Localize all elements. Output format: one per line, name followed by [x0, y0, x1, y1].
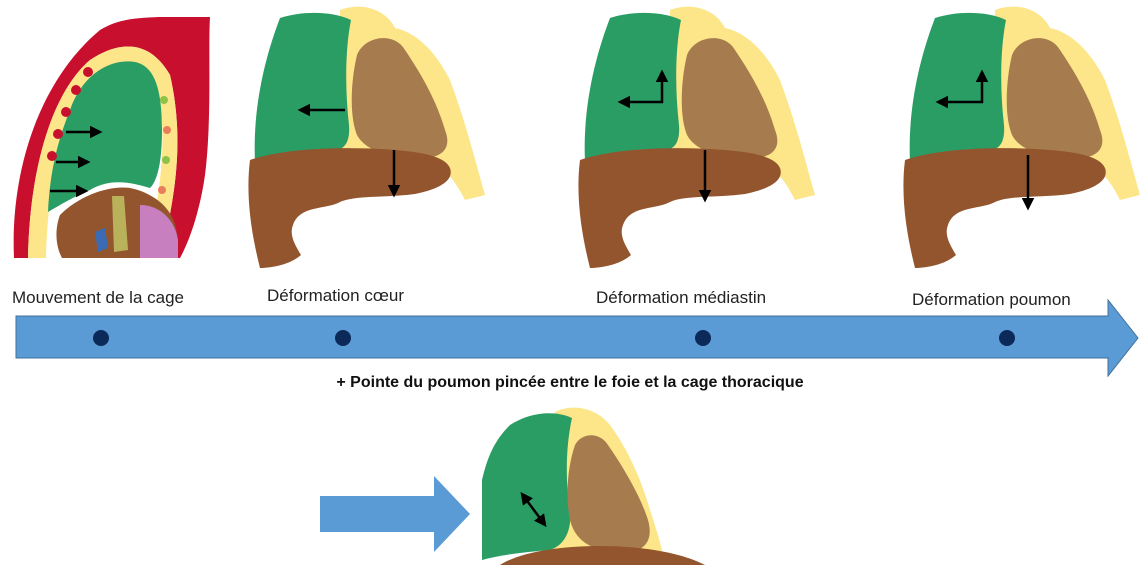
- timeline-arrow: [16, 300, 1138, 376]
- pinched-lung-note: + Pointe du poumon pincée entre le foie …: [0, 374, 1140, 392]
- timeline-marker: [93, 330, 109, 346]
- panel-mediastin: [578, 7, 815, 268]
- timeline-marker: [999, 330, 1015, 346]
- label-cage: Mouvement de la cage: [12, 288, 184, 308]
- rib-dot: [163, 126, 171, 134]
- rib-dot: [162, 156, 170, 164]
- label-mediastin: Déformation médiastin: [596, 288, 766, 308]
- rib-dot: [160, 96, 168, 104]
- timeline-marker: [695, 330, 711, 346]
- panel-pinched: [482, 408, 705, 565]
- panel-poumon: [903, 7, 1140, 268]
- label-poumon: Déformation poumon: [912, 290, 1071, 310]
- rib-dot: [158, 186, 166, 194]
- rib-dot: [71, 85, 81, 95]
- timeline-marker: [335, 330, 351, 346]
- rib-dot: [53, 129, 63, 139]
- panel-coeur: [248, 7, 485, 268]
- panel-cage: [14, 17, 210, 258]
- rib-dot: [47, 151, 57, 161]
- label-coeur: Déformation cœur: [267, 286, 404, 306]
- rib-dot: [61, 107, 71, 117]
- rib-dot: [83, 67, 93, 77]
- inset-arrow: [320, 476, 470, 552]
